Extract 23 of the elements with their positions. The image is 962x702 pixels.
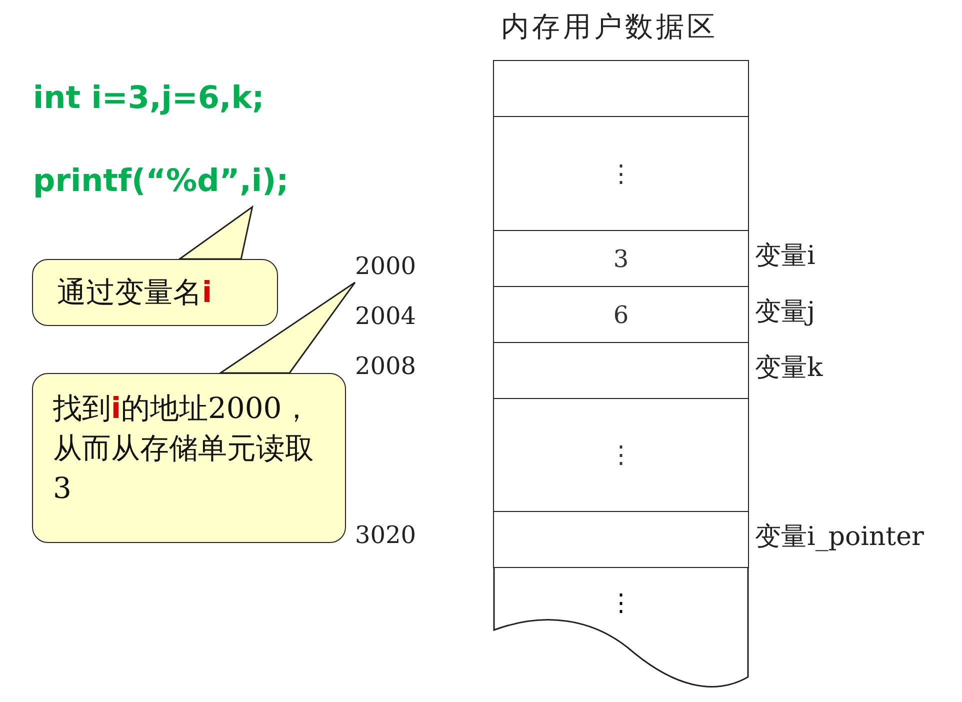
address-label: 3020: [355, 521, 417, 553]
memory-cell: [493, 60, 749, 117]
cell-value: 3: [613, 244, 629, 272]
code-line: int i=3,j=6,k;: [33, 80, 264, 116]
variable-label: 变量j: [755, 296, 816, 329]
memory-cell: [493, 230, 749, 287]
address-label: 2000: [355, 252, 417, 284]
cell-value: ⋮: [609, 589, 633, 619]
memory-cell: [493, 511, 749, 568]
address-label: 2004: [355, 302, 417, 334]
variable-label: 变量i_pointer: [755, 521, 924, 554]
cell-value: 6: [613, 300, 629, 328]
memory-cell: [493, 286, 749, 343]
memory-cell: [493, 398, 749, 512]
cell-value: ⋮: [609, 441, 633, 469]
column-heading: 内存用户数据区: [501, 9, 718, 45]
address-label: 2008: [355, 352, 417, 384]
memory-cell: [493, 342, 749, 399]
memory-cell: [493, 116, 749, 231]
variable-label: 变量i: [755, 240, 816, 273]
code-line: printf(“%d”,i);: [33, 163, 291, 207]
cell-value: ⋮: [609, 160, 633, 188]
variable-label: 变量k: [755, 352, 823, 385]
